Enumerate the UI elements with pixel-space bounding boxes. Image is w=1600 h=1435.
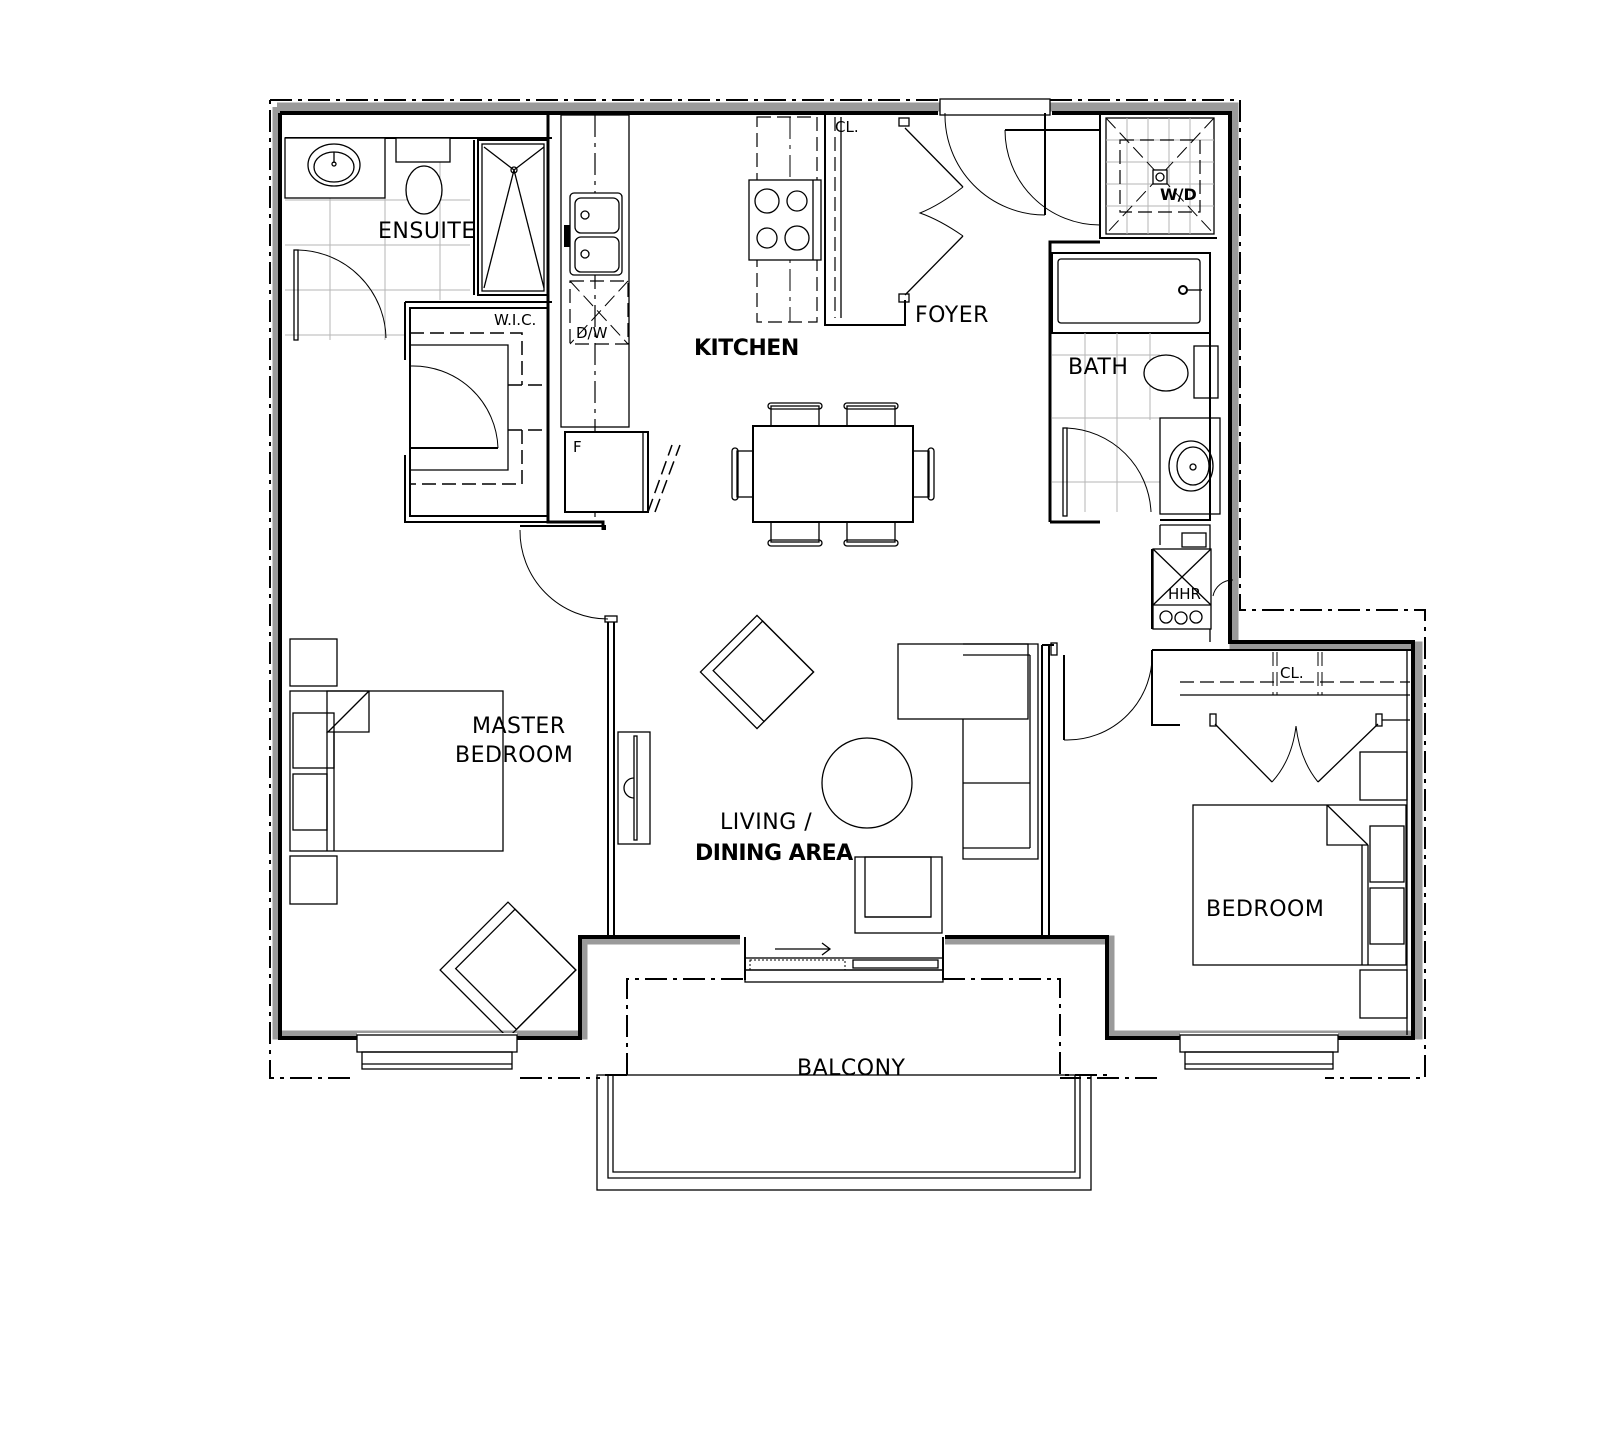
fridge-icon: F <box>564 431 681 513</box>
slide-direction-arrow-icon <box>775 942 832 956</box>
wic-label: W.I.C. <box>494 311 536 329</box>
bath-door[interactable] <box>1062 427 1152 517</box>
laundry-closet: W/D <box>1004 113 1217 239</box>
bedroom-label: BEDROOM <box>1206 897 1324 922</box>
bedroom: CL. BEDROOM <box>1050 642 1413 1035</box>
foyer-closet-label: CL. <box>835 118 859 136</box>
living-area: LIVING / DINING AREA <box>617 614 1039 934</box>
fridge-label: F <box>573 438 582 456</box>
living-label-line1: LIVING / <box>720 810 812 835</box>
ensuite-door[interactable] <box>293 249 387 341</box>
dishwasher-label: D/W <box>576 324 608 342</box>
kitchen-counter-right <box>748 116 822 323</box>
bedroom-closet-bifold-door[interactable] <box>1209 713 1410 783</box>
master-armchair-icon <box>439 901 577 1039</box>
coffee-table-icon <box>821 737 913 829</box>
wic-door[interactable] <box>409 365 499 449</box>
hhr-label: HHR <box>1168 585 1201 603</box>
balcony-label: BALCONY <box>797 1056 906 1081</box>
bedroom-closet-label: CL. <box>1280 664 1304 682</box>
sectional-sofa-icon <box>897 643 1039 860</box>
shower-icon <box>473 139 549 296</box>
bedroom-door[interactable] <box>1050 642 1153 741</box>
bathtub-icon <box>1057 258 1202 324</box>
nightstand-icon <box>289 855 338 905</box>
bed-icon <box>1192 804 1407 966</box>
dining-chair-icon <box>731 402 935 547</box>
balcony: BALCONY <box>596 978 1110 1191</box>
master-bedroom-door[interactable] <box>519 529 618 623</box>
nightstand-icon <box>1359 969 1408 1019</box>
laundry-door[interactable] <box>1004 129 1101 226</box>
foyer-closet: CL. <box>824 113 964 326</box>
bath-label: BATH <box>1068 355 1128 380</box>
ensuite-room: ENSUITE <box>284 137 552 341</box>
entry-door[interactable] <box>939 98 1051 216</box>
ensuite-toilet-icon <box>395 137 451 215</box>
balcony-sliding-door[interactable] <box>744 935 944 983</box>
foyer-closet-bifold-door[interactable] <box>898 117 964 303</box>
washer-dryer-label: W/D <box>1160 185 1197 204</box>
kitchen-counter-left: D/W F <box>560 114 681 520</box>
tv-console-icon <box>617 731 651 845</box>
living-label-line2: DINING AREA <box>695 841 853 866</box>
dishwasher-icon: D/W <box>569 280 629 345</box>
master-bed-icon <box>289 690 504 852</box>
living-chair-icon <box>854 856 943 934</box>
kitchen-label: KITCHEN <box>694 336 799 361</box>
kitchen-sink-icon <box>564 192 623 276</box>
dining-table-icon <box>731 402 935 547</box>
bath-room: BATH <box>1048 240 1221 524</box>
exterior-walls <box>272 102 1423 1040</box>
window-master <box>356 1033 518 1071</box>
bedroom-closet: CL. <box>1180 652 1410 696</box>
hhr-unit: HHR <box>1151 524 1212 642</box>
property-outline <box>269 99 1426 1079</box>
hhr-access-door[interactable] <box>1212 579 1234 597</box>
ensuite-sink-icon <box>284 137 386 199</box>
foyer-label: FOYER <box>915 303 989 328</box>
living-armchair-icon <box>699 614 815 730</box>
nightstand-icon <box>289 638 338 687</box>
window-bedroom <box>1179 1033 1339 1071</box>
bath-toilet-icon <box>1143 345 1219 399</box>
master-bedroom: MASTER BEDROOM <box>289 525 618 1039</box>
master-bedroom-label-line2: BEDROOM <box>455 743 573 768</box>
stove-icon <box>748 179 822 261</box>
nightstand-icon <box>1359 751 1408 801</box>
master-bedroom-label-line1: MASTER <box>472 714 566 739</box>
ensuite-label: ENSUITE <box>378 219 476 244</box>
